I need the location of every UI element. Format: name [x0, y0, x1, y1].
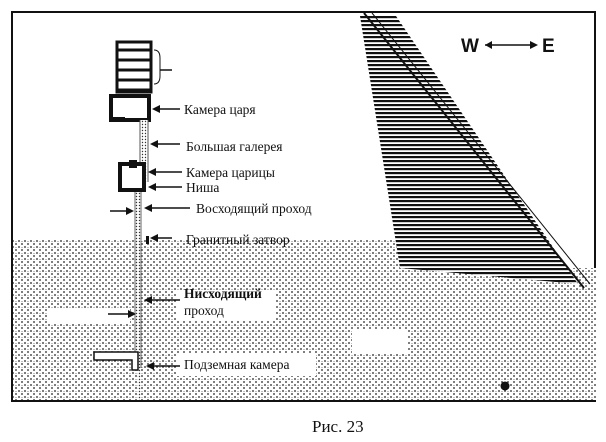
- blank-patch: [176, 290, 276, 320]
- label-grand-gallery: Большая галерея: [186, 139, 283, 154]
- label-subterranean-chamber: Подземная камера: [184, 357, 289, 372]
- figure-caption: Рис. 23: [312, 417, 364, 436]
- label-descending-passage-line1: Нисходящий: [184, 286, 262, 301]
- blank-patch: [176, 354, 316, 376]
- figure-frame: [11, 11, 596, 402]
- compass-west: W: [461, 36, 479, 57]
- rock-dot: [500, 381, 510, 391]
- pyramid-casing: [360, 16, 578, 284]
- label-queens-chamber: Камера царицы: [186, 165, 275, 180]
- label-ascending-passage: Восходящий проход: [196, 201, 312, 216]
- label-granite-plug: Гранитный затвор: [186, 232, 290, 247]
- pyramid-slope-inner-line: [371, 12, 591, 285]
- label-descending-passage-line2: проход: [184, 303, 224, 318]
- label-niche: Ниша: [186, 180, 219, 195]
- pyramid-slope-line: [363, 12, 585, 289]
- blank-patch: [352, 330, 407, 354]
- descending-passage: [137, 368, 141, 400]
- arrow-right-icon: [530, 41, 538, 49]
- grand-gallery: [140, 120, 148, 182]
- bedrock-area: [13, 240, 596, 400]
- blank-patch: [48, 308, 130, 324]
- relieving-chambers: [115, 40, 172, 94]
- ascending-passage: [135, 192, 141, 368]
- compass-east: E: [542, 36, 555, 57]
- queens-chamber: [118, 160, 146, 192]
- subterranean-chamber: [93, 351, 139, 371]
- leader-arrows: [108, 105, 190, 370]
- kings-chamber: [109, 94, 151, 122]
- compass: W E: [461, 36, 555, 57]
- arrow-left-icon: [485, 41, 492, 49]
- granite-plug: [146, 236, 149, 244]
- label-kings-chamber: Камера царя: [184, 102, 256, 117]
